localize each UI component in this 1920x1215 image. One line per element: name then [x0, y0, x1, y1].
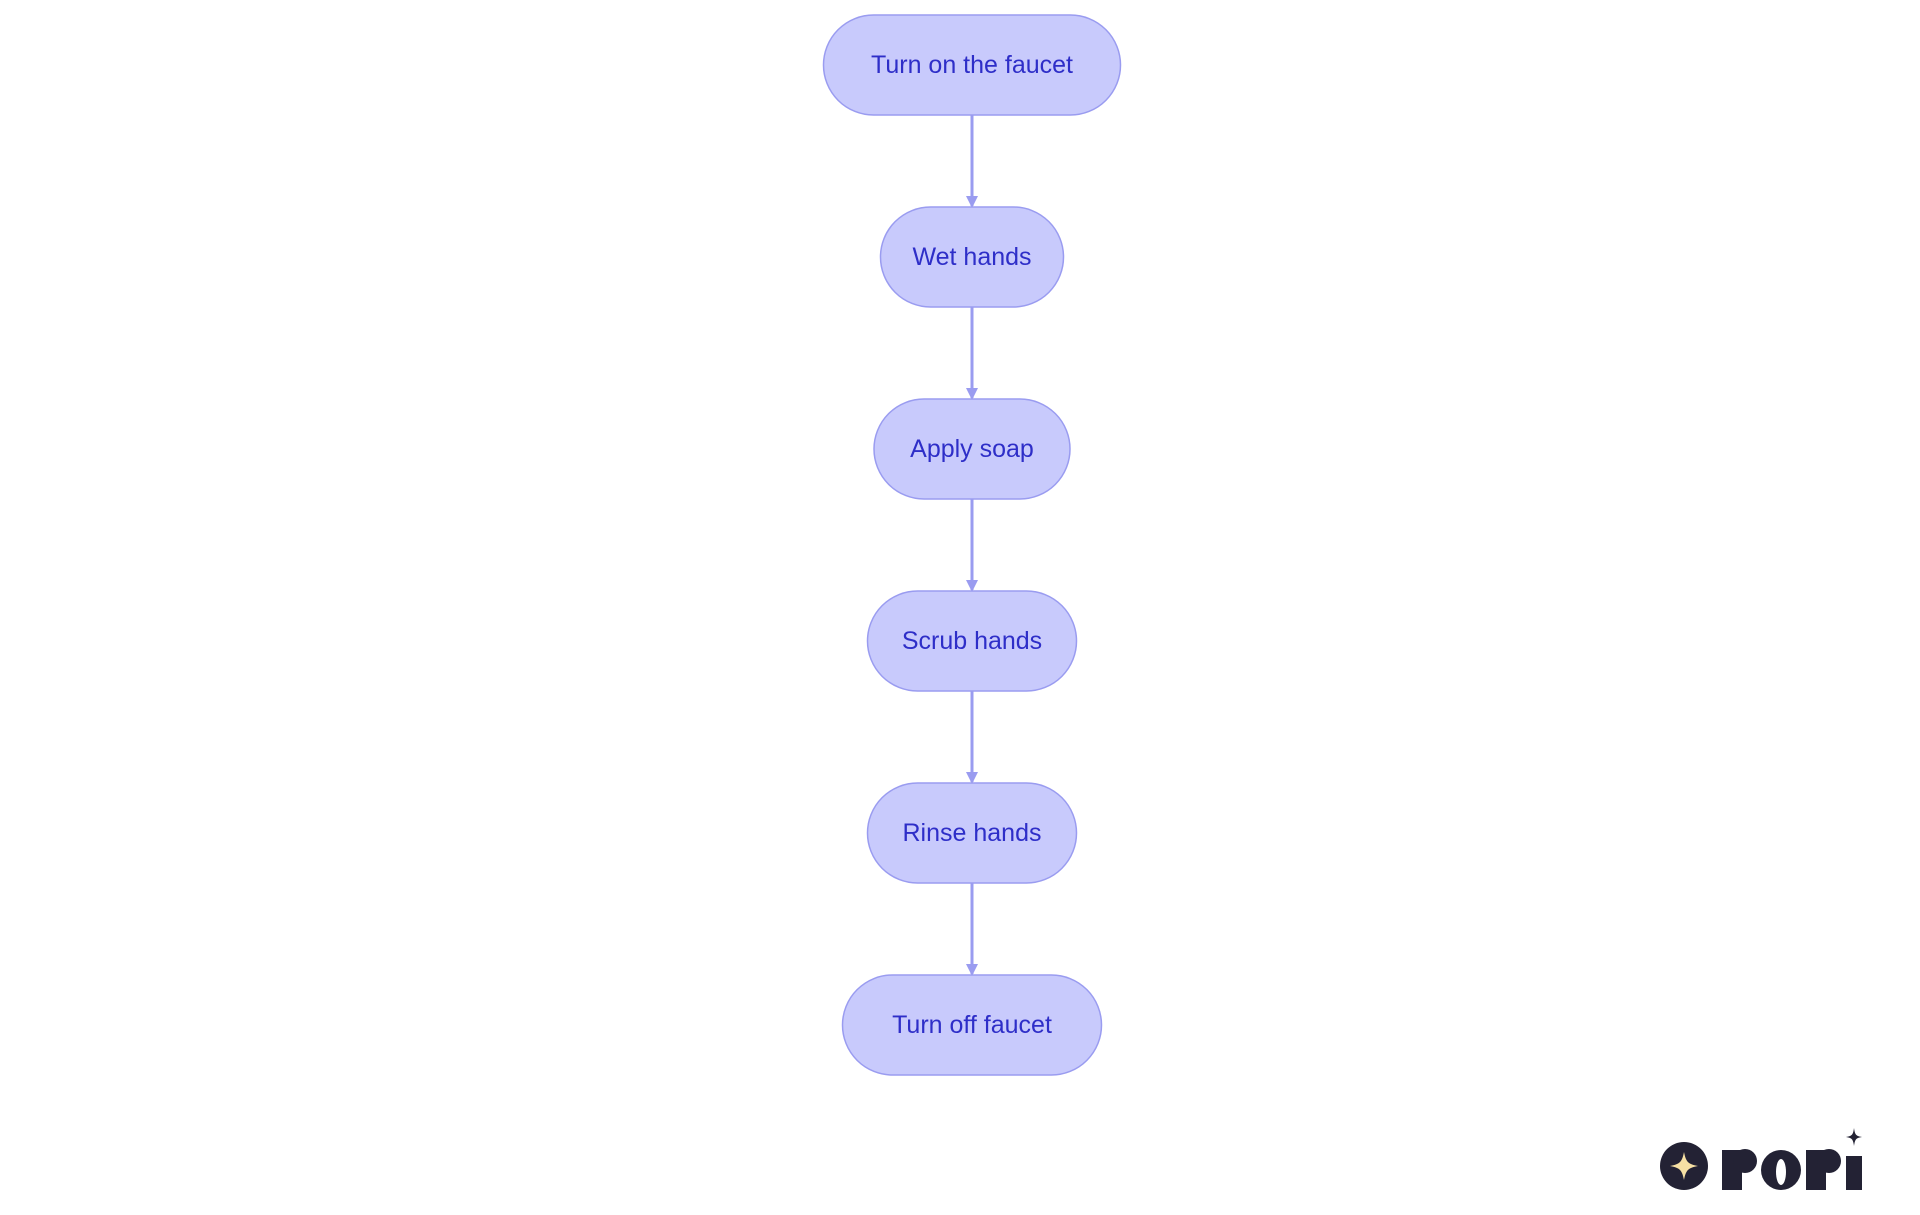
flow-node-shape [873, 398, 1071, 500]
rori-logo [1660, 1128, 1862, 1190]
flow-node-shape [822, 14, 1122, 116]
sparkle-icon [1660, 1142, 1708, 1190]
flow-node-label: Apply soap [910, 435, 1034, 463]
flow-node-shape [866, 782, 1078, 884]
flow-node-shape [841, 974, 1103, 1076]
flow-node-label: Rinse hands [903, 819, 1042, 847]
logo-letter-r1 [1722, 1149, 1757, 1190]
logo-letter-o [1761, 1150, 1801, 1190]
flow-node: Turn off faucet [841, 974, 1103, 1076]
wordmark-rori [1722, 1128, 1862, 1190]
flow-node: Rinse hands [866, 782, 1078, 884]
flow-node-label: Turn on the faucet [871, 51, 1073, 79]
logo-letter-r2 [1806, 1149, 1841, 1190]
flow-node-shape [879, 206, 1065, 308]
flow-node: Apply soap [873, 398, 1071, 500]
logo-letter-i [1846, 1128, 1862, 1190]
flow-node: Scrub hands [866, 590, 1078, 692]
flow-node-label: Wet hands [912, 243, 1031, 271]
flow-node-label: Scrub hands [902, 627, 1042, 655]
flow-node: Turn on the faucet [822, 14, 1122, 116]
flow-node: Wet hands [879, 206, 1065, 308]
flow-node-label: Turn off faucet [892, 1011, 1052, 1039]
flow-node-shape [866, 590, 1078, 692]
